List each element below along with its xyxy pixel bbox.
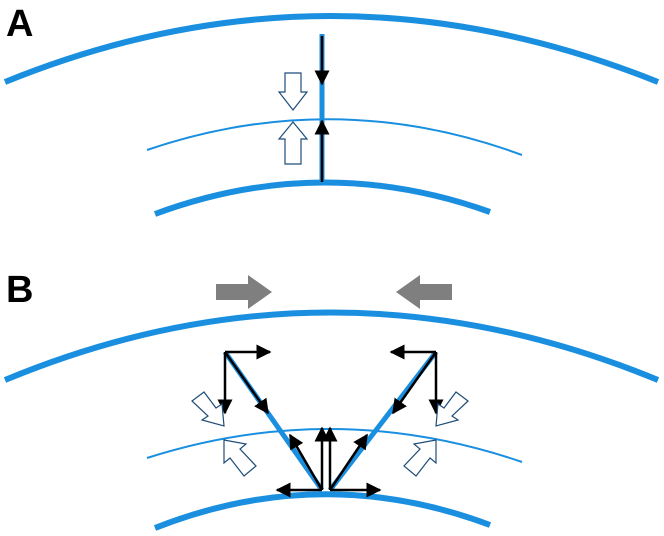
inner-membrane-b	[153, 491, 492, 531]
outer-membrane-a	[3, 13, 660, 85]
panel-b: B	[3, 269, 660, 531]
hollow-diagonal-up-arrow-left-icon	[223, 439, 257, 477]
outer-membrane-b	[3, 309, 660, 383]
right-top-diagonal-arrow	[391, 351, 438, 415]
panel-label-a: A	[6, 3, 33, 45]
bottom-left-diagonal-arrow	[288, 433, 324, 491]
inner-membrane-a	[153, 179, 492, 217]
left-top-diagonal-arrow	[223, 351, 270, 415]
hollow-diagonal-down-arrow-left-icon	[191, 391, 225, 427]
middle-membrane-a	[146, 118, 523, 156]
hollow-down-arrow-icon	[277, 72, 309, 111]
gray-left-arrow-icon	[396, 275, 452, 309]
hollow-up-arrow-icon	[277, 121, 309, 165]
hollow-diagonal-up-arrow-right-icon	[403, 439, 437, 477]
panel-label-b: B	[6, 269, 33, 311]
middle-membrane-b	[146, 428, 523, 463]
bottom-right-diagonal-arrow	[328, 433, 369, 491]
gray-right-arrow-icon	[216, 275, 272, 309]
panel-a: A	[3, 3, 660, 217]
hollow-diagonal-down-arrow-right-icon	[435, 391, 469, 427]
